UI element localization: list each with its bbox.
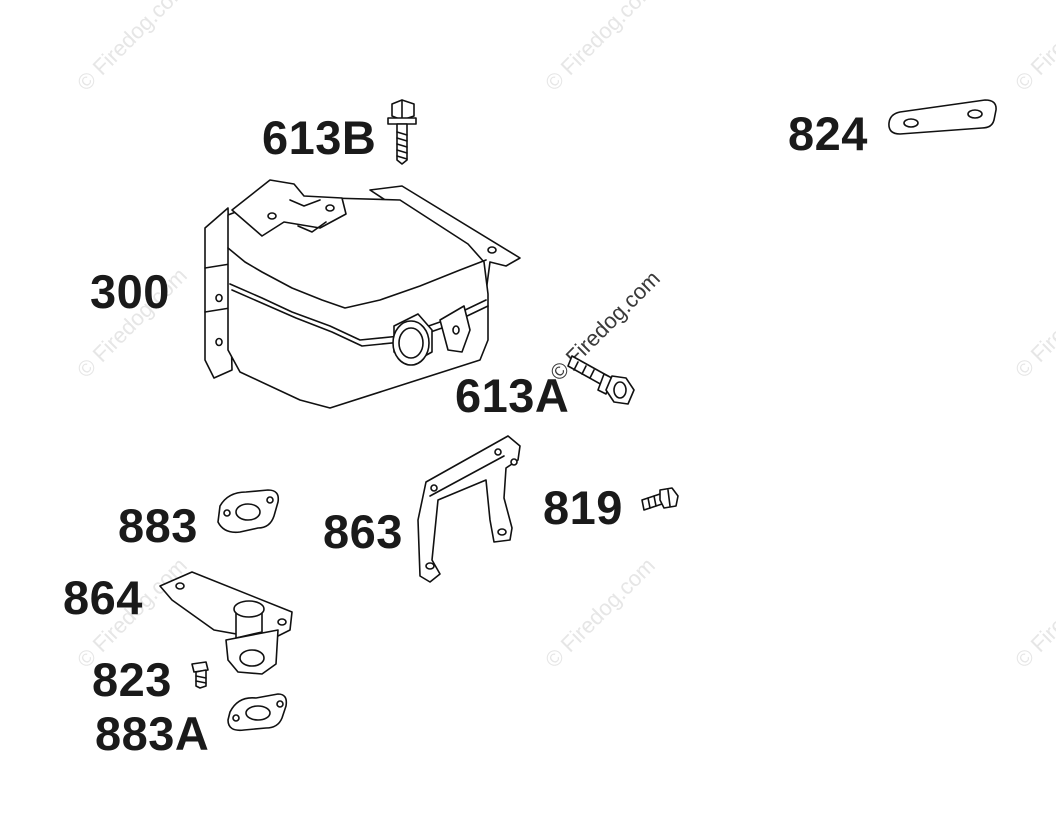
bolt-613b-icon <box>387 99 417 165</box>
label-824: 824 <box>788 107 868 160</box>
label-613a: 613A <box>455 369 570 422</box>
bracket-863-icon <box>417 435 521 583</box>
label-300: 300 <box>90 265 170 318</box>
gasket-883a-icon <box>227 693 288 732</box>
gasket-824-icon <box>888 99 997 135</box>
label-864: 864 <box>63 571 143 624</box>
screw-819-icon <box>641 487 679 511</box>
label-819: 819 <box>543 481 623 534</box>
label-883: 883 <box>118 499 198 552</box>
label-863: 863 <box>323 505 403 558</box>
adapter-864-icon <box>159 571 293 675</box>
label-883a: 883A <box>95 707 210 760</box>
gasket-883-icon <box>217 489 280 534</box>
label-613b: 613B <box>262 111 377 164</box>
bolt-613a-icon <box>567 355 635 405</box>
label-823: 823 <box>92 653 172 706</box>
muffler-300-icon <box>204 179 521 409</box>
screw-823-icon <box>191 661 209 689</box>
